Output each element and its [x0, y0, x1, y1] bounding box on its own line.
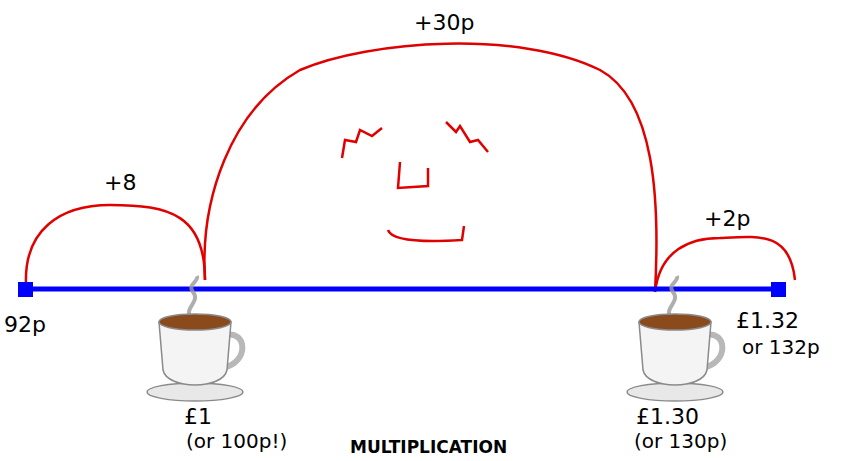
smiley-mouth — [388, 226, 464, 241]
jump-label: +2p — [704, 206, 750, 231]
smiley-nose — [398, 162, 428, 188]
coffee-cup-icon — [147, 276, 243, 401]
jump-label: +8 — [104, 170, 136, 195]
value-label: £1 — [184, 404, 212, 429]
end-marker — [771, 282, 786, 297]
value-note: or 132p — [742, 336, 820, 359]
smiley-eye — [446, 122, 488, 152]
value-note: (or 100p!) — [186, 430, 287, 453]
section-heading: MULTIPLICATION — [350, 438, 507, 458]
jump-label: +30p — [414, 10, 474, 35]
smiley-eye — [342, 128, 382, 158]
value-label: £1.30 — [636, 404, 699, 429]
value-label: £1.32 — [736, 308, 799, 333]
number-line — [20, 287, 782, 292]
jump-arc — [204, 44, 656, 292]
end-marker — [18, 282, 33, 297]
value-note: (or 130p) — [634, 430, 727, 453]
jump-arc — [26, 205, 205, 284]
coffee-cup-icon — [627, 276, 723, 401]
value-label: 92p — [4, 312, 46, 337]
